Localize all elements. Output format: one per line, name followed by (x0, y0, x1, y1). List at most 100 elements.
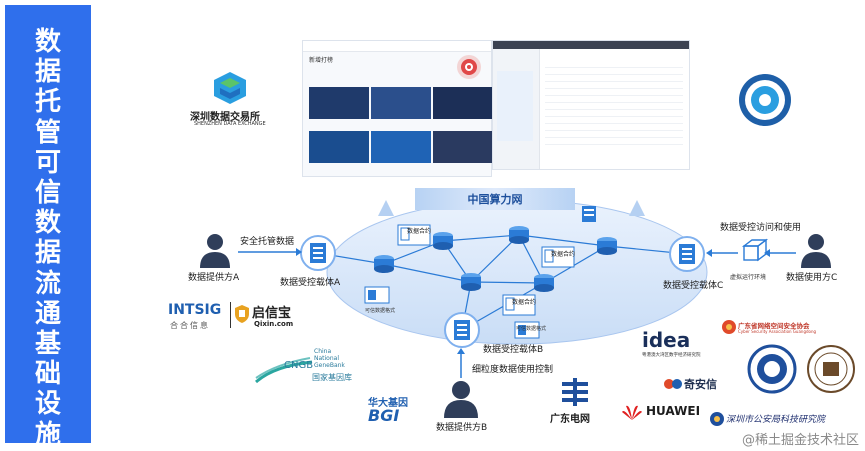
association-emblem (739, 74, 791, 126)
data-contract-label-3: 数据合约 (512, 298, 536, 306)
qixin-shield-icon (235, 305, 249, 323)
network-node (534, 274, 554, 292)
network-node (374, 255, 394, 273)
virtual-env-label: 虚拟运行环境 (730, 273, 766, 281)
carrier-a-icon (300, 235, 336, 271)
trusted-format-label-2: 可信数据格式 (516, 325, 546, 332)
up-arrow-left (378, 200, 394, 216)
university-seal-2 (807, 345, 855, 393)
up-arrow-right (629, 200, 645, 216)
huawei-name: HUAWEI (646, 404, 701, 418)
szdex-logo: 深圳数据交易所 SHENZHEN DATA EXCHANGE (190, 70, 280, 130)
university-seal-1 (747, 344, 797, 394)
idea-name: idea (642, 328, 691, 352)
huawei-logo: HUAWEI (622, 402, 702, 424)
provider-a-person-icon (200, 234, 230, 268)
szdex-logo-mark (214, 72, 246, 104)
data-contract-icon (502, 294, 536, 316)
szdex-name: 深圳数据交易所 (190, 112, 260, 123)
arrowhead-user-c (764, 249, 770, 257)
user-c-person-icon (801, 234, 831, 268)
controlled-access-label: 数据受控访问和使用 (720, 221, 801, 233)
carrier-b-label: 数据受控载体B (483, 343, 543, 355)
szdex-en: SHENZHEN DATA EXCHANGE (194, 121, 266, 127)
gdcsa-badge-icon (722, 320, 736, 334)
intsig-logo: INTSIG 合合信息 启信宝 Qixin.com (168, 300, 308, 334)
szss-logo: 深圳市公安局科技研究院 (710, 410, 850, 428)
server-icon (582, 206, 596, 222)
banner-text: 中国算力网 (468, 192, 523, 206)
bgi-cn: 华大基因 (368, 398, 408, 409)
arrowhead-provider-a (296, 248, 302, 256)
qixin-url: Qixin.com (254, 320, 294, 328)
network-node (597, 237, 617, 255)
bgi-en: BGI (368, 406, 400, 425)
idea-sub: 粤港澳大湾区数字经济研究院 (642, 353, 701, 358)
secure-custody-label: 安全托管数据 (240, 235, 294, 247)
user-c-label: 数据使用方C (786, 271, 837, 283)
huawei-flower-icon (622, 405, 642, 420)
platform-screenshot-right (492, 40, 690, 170)
gdcsa-name: 广东省网络空间安全协会 (738, 322, 810, 330)
qianxin-logo: 奇安信 (664, 375, 734, 393)
screenshot-card (433, 131, 493, 163)
gdgrid-name: 广东电网 (550, 414, 590, 425)
intsig-sub: 合合信息 (170, 321, 210, 330)
szss-name: 深圳市公安局科技研究院 (726, 415, 826, 425)
sidebar-title: 数 据 托 管 可 信 数 据 流 通 基 础 设 施 (34, 27, 61, 450)
carrier-b-icon (444, 312, 480, 348)
cngb-logo: CNGB China National GeneBank 国家基因库 (254, 348, 374, 388)
platform-screenshot-left: 新增打榜 (302, 40, 493, 177)
network-node (509, 226, 529, 244)
fine-control-label: 细粒度数据使用控制 (472, 363, 553, 375)
carrier-a-label: 数据受控载体A (280, 276, 341, 288)
screenshot-right-topbar (493, 41, 689, 49)
trusted-format-icon (364, 286, 390, 304)
screenshot-left-title: 新增打榜 (309, 57, 334, 64)
screenshot-card (433, 87, 493, 119)
screenshot-left-topbar (303, 41, 491, 52)
screenshot-card (371, 87, 431, 119)
bgi-logo: 华大基因 BGI (366, 394, 426, 428)
gdgrid-mark-icon (562, 378, 588, 406)
network-node (461, 273, 481, 291)
gdcsa-sub: Cyber Security Association Guangdong (738, 329, 817, 334)
idea-logo: idea 粤港澳大湾区数字经济研究院 (640, 328, 730, 362)
arrowhead-virtual-env (706, 249, 712, 257)
screenshot-card (371, 131, 431, 163)
provider-b-person-icon (444, 381, 478, 418)
gdgrid-logo: 广东电网 (546, 378, 606, 428)
watermark: @稀土掘金技术社区 (741, 433, 859, 448)
provider-a-label: 数据提供方A (188, 271, 240, 283)
screenshot-card (309, 87, 369, 119)
screenshot-right-panel (497, 71, 533, 141)
cngb-abbr: CNGB (284, 360, 314, 371)
arrowhead-provider-b (457, 348, 465, 354)
data-contract-label-1: 数据合约 (407, 227, 431, 235)
banner-box (415, 188, 575, 210)
cngb-line3: GeneBank (314, 362, 345, 369)
cngb-line2: National (314, 355, 340, 362)
screenshot-right-content (545, 61, 683, 151)
cngb-line1: China (314, 348, 332, 355)
szss-badge-icon (710, 412, 724, 426)
qixin-name: 启信宝 (252, 306, 292, 321)
carrier-c-icon (669, 236, 705, 272)
trusted-format-label-1: 可信数据格式 (365, 307, 395, 314)
cngb-cn: 国家基因库 (312, 373, 352, 382)
cngb-wave-mark (255, 357, 313, 384)
qianxin-name: 奇安信 (684, 378, 717, 391)
target-icon (457, 55, 481, 79)
data-contract-label-2: 数据合约 (551, 250, 575, 258)
network-node (433, 232, 453, 250)
provider-b-label: 数据提供方B (436, 421, 487, 433)
carrier-c-label: 数据受控载体C (663, 279, 723, 291)
data-contract-icon (541, 246, 575, 268)
intsig-name: INTSIG (168, 302, 222, 318)
screenshot-card (309, 131, 369, 163)
intsig-divider (230, 302, 231, 328)
qianxin-mark-icon (664, 379, 682, 389)
title-sidebar: 数 据 托 管 可 信 数 据 流 通 基 础 设 施 (5, 5, 91, 450)
gdcsa-logo: 广东省网络空间安全协会 Cyber Security Association G… (722, 318, 862, 340)
